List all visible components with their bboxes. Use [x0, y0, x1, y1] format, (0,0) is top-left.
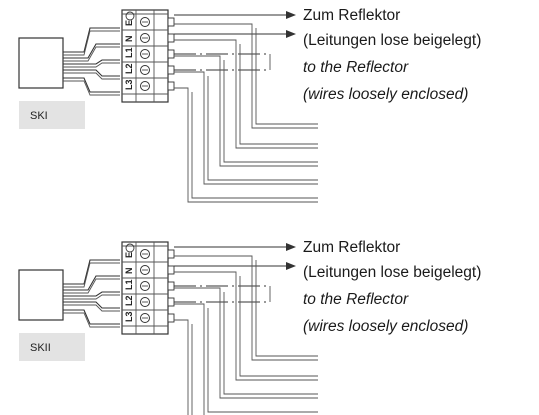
supply-wire-pair: [63, 278, 120, 294]
terminal-label: L1: [124, 279, 134, 290]
terminal-tab: [167, 297, 175, 307]
cable-box: [18, 37, 64, 89]
reflector-label: to the Reflector: [303, 59, 409, 76]
output-wire: [174, 71, 318, 185]
model-badge: [19, 101, 85, 129]
supply-wire-pair: [63, 294, 120, 300]
output-wire-pair: [239, 44, 318, 145]
earth-ground-icon: [125, 11, 135, 21]
output-wire-pair: [223, 292, 318, 395]
cable-box: [18, 269, 64, 321]
reflector-label: Zum Reflektor: [303, 7, 400, 24]
supply-wire-pair: [63, 30, 120, 56]
reflector-label: (wires loosely enclosed): [303, 318, 468, 335]
terminal-tab: [167, 81, 175, 91]
supply-wire-pair: [63, 62, 120, 68]
terminal-tab: [167, 17, 175, 27]
output-wire-pair: [191, 92, 318, 199]
output-wire-pair: [255, 28, 318, 125]
output-wire: [174, 23, 318, 129]
terminal-label: N: [124, 268, 134, 275]
supply-wire: [63, 275, 120, 291]
terminal-label: L2: [124, 295, 134, 306]
supply-wire-pair: [63, 72, 120, 80]
terminal-label: N: [124, 36, 134, 43]
arrow-right-icon: [286, 11, 296, 19]
terminal-label: L1: [124, 47, 134, 58]
earth-ground-icon: [125, 243, 135, 253]
output-wire-pair: [207, 76, 318, 181]
supply-wire-pair: [63, 304, 120, 312]
terminal-label: L2: [124, 63, 134, 74]
supply-wire-pair: [63, 262, 120, 288]
supply-wire: [63, 291, 120, 297]
output-wire: [174, 55, 318, 167]
output-wire-pair: [239, 276, 318, 377]
output-wire-pair: [223, 60, 318, 163]
terminal-tab: [167, 49, 175, 59]
terminal-tab: [167, 313, 175, 323]
terminal-tab: [167, 33, 175, 43]
output-wire: [174, 87, 318, 203]
output-wire-pair: [207, 308, 318, 413]
terminal-label: E: [124, 252, 134, 258]
output-wire: [174, 39, 318, 149]
supply-wire: [63, 77, 120, 93]
output-wire: [174, 271, 318, 381]
terminal-tab: [167, 65, 175, 75]
supply-wire-pair: [63, 312, 120, 328]
terminal-tab: [167, 281, 175, 291]
output-wire-pair: [255, 260, 318, 357]
supply-wire: [63, 259, 120, 285]
output-wire: [174, 287, 318, 399]
model-badge-label: SKI: [30, 110, 48, 122]
supply-wire: [63, 301, 120, 309]
arrow-right-icon: [286, 30, 296, 38]
supply-wire: [63, 27, 120, 53]
reflector-label: to the Reflector: [303, 291, 409, 308]
output-wire: [174, 255, 318, 361]
reflector-label: Zum Reflektor: [303, 239, 400, 256]
supply-wire: [63, 43, 120, 59]
output-wire-pair: [191, 324, 193, 415]
terminal-label: L3: [124, 311, 134, 322]
supply-wire: [63, 69, 120, 77]
model-badge: [19, 333, 85, 361]
arrow-right-icon: [286, 262, 296, 270]
terminal-tab: [167, 265, 175, 275]
terminal-tab: [167, 249, 175, 259]
supply-wire-pair: [63, 46, 120, 62]
supply-wire: [63, 309, 120, 325]
supply-wire-pair: [63, 80, 120, 96]
arrow-right-icon: [286, 243, 296, 251]
output-wire: [174, 319, 189, 415]
model-badge-label: SKII: [30, 342, 51, 354]
reflector-label: (wires loosely enclosed): [303, 86, 468, 103]
terminal-label: L3: [124, 79, 134, 90]
output-wire: [174, 303, 205, 415]
reflector-label: (Leitungen lose beigelegt): [303, 264, 481, 281]
supply-wire: [63, 59, 120, 65]
reflector-label: (Leitungen lose beigelegt): [303, 32, 481, 49]
terminal-label: E: [124, 20, 134, 26]
